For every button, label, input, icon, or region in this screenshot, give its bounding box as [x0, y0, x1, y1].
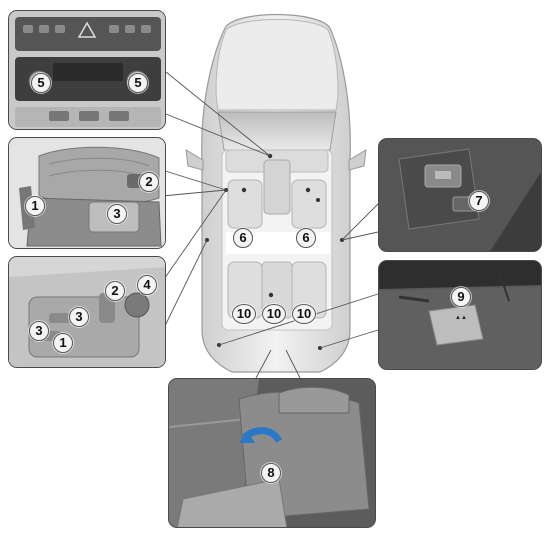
callout-seat-side-2: 2: [139, 172, 159, 192]
front-left-seat: [227, 179, 263, 229]
callout-rear-seat-center: 10: [262, 304, 286, 324]
callout-seat-side-3: 3: [107, 204, 127, 224]
panel-seat-control-switches: 2 4 3 3 1: [8, 256, 166, 368]
callout-rear-seat-right: 10: [292, 304, 316, 324]
pull-tab-text-icon: ▲▲: [455, 315, 467, 321]
callout-dash-right: 5: [128, 73, 148, 93]
callout-pull-9: 9: [451, 287, 471, 307]
front-right-seat: [291, 179, 327, 229]
callout-front-side-airbag-right: 6: [296, 228, 316, 248]
warning-triangle-icon: [77, 21, 97, 38]
panel-pull-tab: ▲▲ 9: [378, 260, 542, 370]
callout-switch-1: 1: [53, 333, 73, 353]
callout-front-side-airbag-left: 6: [233, 228, 253, 248]
car-windshield: [217, 111, 337, 151]
panel-dashboard-controls: 5 5: [8, 10, 166, 130]
callout-switch-2: 2: [105, 281, 125, 301]
callout-armrest-8: 8: [261, 463, 281, 483]
leader-lines: [161, 71, 379, 379]
callout-switch-3b: 3: [29, 321, 49, 341]
panel-rear-seat-armrest: 8: [168, 378, 376, 528]
car-hood: [215, 19, 339, 111]
right-mirror: [348, 149, 367, 171]
center-console: [263, 159, 291, 215]
callout-door-7: 7: [469, 191, 489, 211]
left-mirror: [185, 149, 204, 171]
callout-rear-seat-left: 10: [232, 304, 256, 324]
callout-switch-3a: 3: [69, 307, 89, 327]
callout-seat-side-1: 1: [25, 196, 45, 216]
callout-dash-left: 5: [31, 73, 51, 93]
panel-door-window-switch: 7: [378, 138, 542, 252]
panel-front-seat-side: 2 1 3: [8, 137, 166, 249]
callout-switch-4: 4: [137, 275, 157, 295]
